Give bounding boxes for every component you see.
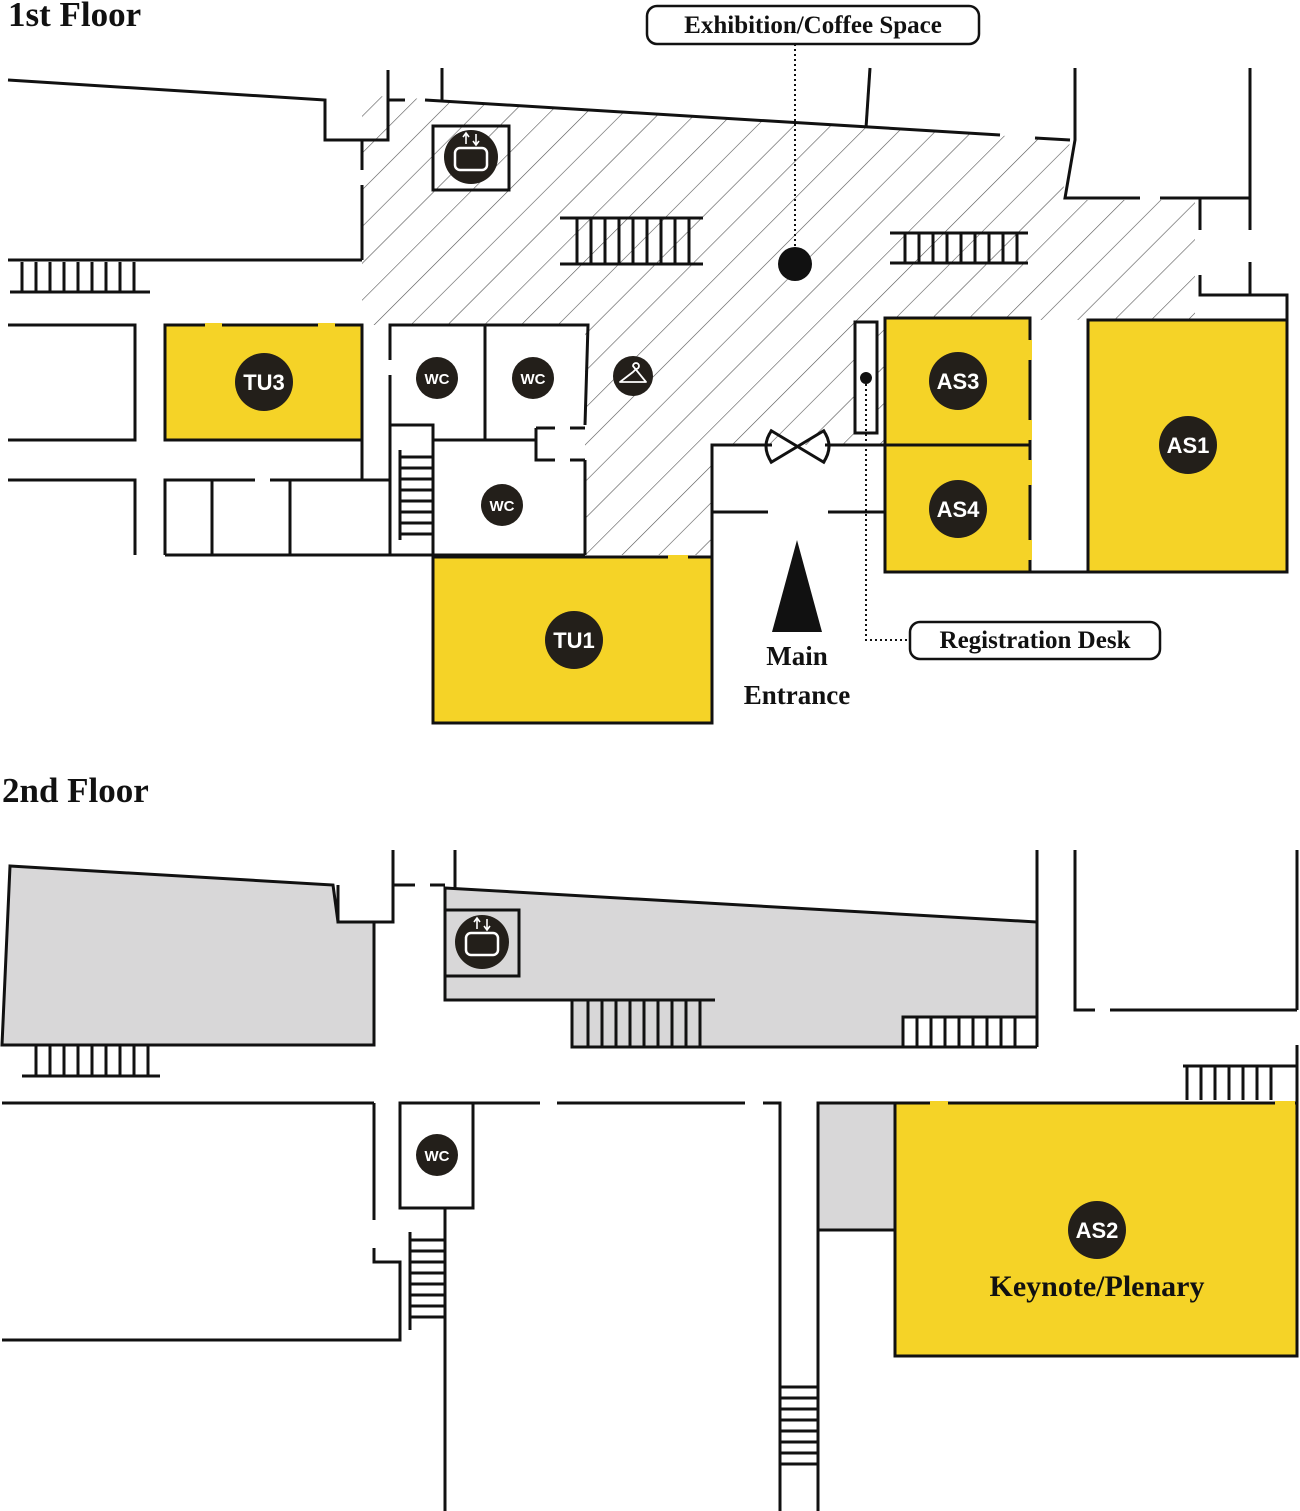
svg-text:WC: WC (521, 371, 546, 388)
wc-icon: WC (481, 484, 523, 526)
keynote-label: Keynote/Plenary (990, 1270, 1205, 1303)
room-tu3-badge (235, 353, 293, 411)
stairs-wc-floor1 (398, 450, 432, 540)
floor-2-map: 2nd Floor (0, 771, 1299, 1511)
stairs-wc-floor2 (408, 1232, 444, 1330)
room-as4-badge (929, 480, 987, 538)
entrance-label-line1: Main (766, 641, 828, 671)
elevator-icon (444, 130, 498, 184)
wc-icon: WC (512, 357, 554, 399)
room-as1-badge (1159, 416, 1217, 474)
exhibition-marker (778, 247, 812, 281)
revolving-door-icon (764, 428, 831, 465)
registration-callout (908, 620, 1162, 661)
stairs-bottom-floor2 (780, 1385, 818, 1466)
stairs-far-right-floor2 (1183, 1045, 1299, 1103)
room-as3-label: AS3 (937, 369, 980, 394)
room-tu1-label: TU1 (553, 628, 595, 653)
stairs-right-floor2 (903, 1015, 1037, 1047)
exhibition-callout-label: Exhibition/Coffee Space (684, 12, 942, 39)
svg-text:WC: WC (490, 498, 515, 515)
entrance-label-line2: Entrance (744, 680, 851, 710)
exhibition-coffee-area (362, 95, 1195, 555)
elevator-icon (455, 915, 509, 969)
stairs-center-floor2 (586, 1000, 702, 1047)
gray-area-left (0, 864, 376, 1047)
room-tu3-label: TU3 (243, 370, 285, 395)
floor-1-title: 1st Floor (8, 0, 141, 34)
room-as2-badge (1068, 1201, 1126, 1259)
registration-callout-label: Registration Desk (940, 627, 1131, 654)
gray-area-top (443, 886, 1039, 1049)
wc-icon: WC (416, 357, 458, 399)
room-as1-label: AS1 (1167, 433, 1210, 458)
room-as2-label: AS2 (1076, 1218, 1119, 1243)
wc-icon: WC (416, 1134, 458, 1176)
room-as3-badge (929, 352, 987, 410)
stairs-left-floor2 (22, 1046, 160, 1078)
stairs-right-floor1 (890, 231, 1028, 265)
stairs-left-floor1 (10, 262, 150, 294)
room-as4-label: AS4 (937, 497, 981, 522)
svg-text:WC: WC (425, 371, 450, 388)
registration-marker (860, 372, 872, 384)
svg-text:WC: WC (425, 1148, 450, 1165)
gray-area-right (816, 1101, 897, 1232)
cloakroom-icon (613, 356, 653, 396)
stairs-center-floor1 (560, 216, 703, 266)
exhibition-callout (645, 4, 981, 46)
entrance-arrow-icon (772, 540, 822, 632)
floor-2-title: 2nd Floor (2, 771, 149, 810)
floor-1-map: 1st Floor (7, 0, 1289, 725)
room-tu1-badge (545, 611, 603, 669)
